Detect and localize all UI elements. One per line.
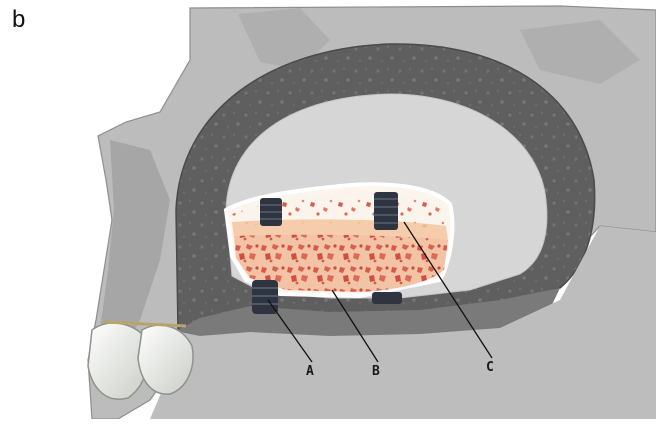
- callout-b: B: [372, 364, 380, 379]
- callout-a: A: [306, 364, 314, 379]
- callout-c: C: [486, 360, 494, 375]
- panel-letter: b: [12, 6, 25, 34]
- bone-graft: [226, 184, 452, 296]
